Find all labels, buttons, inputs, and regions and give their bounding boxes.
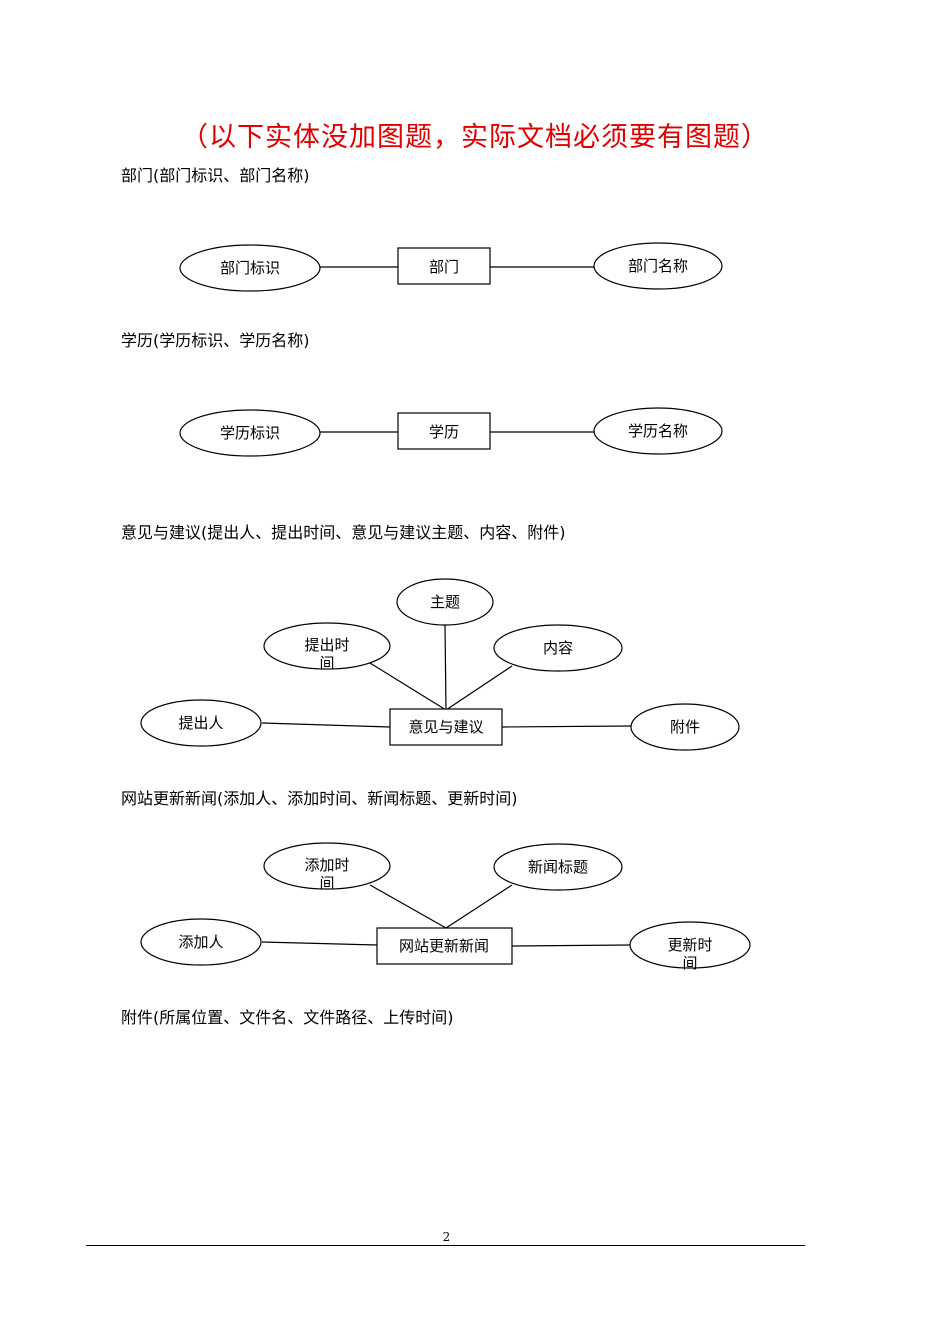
attr-news-add-person-label: 添加人 [178, 933, 223, 951]
attr-dept-id-label: 部门标识 [220, 259, 280, 277]
attr-news-title-label: 新闻标题 [528, 858, 588, 876]
entity-news [376, 927, 513, 965]
attr-edu-id-label: 学历标识 [220, 424, 280, 442]
caption-attach: 附件(所属位置、文件名、文件路径、上传时间) [121, 1008, 454, 1027]
attr-suggest-time-label-2: 间 [319, 654, 334, 672]
caption-dept: 部门(部门标识、部门名称) [121, 166, 310, 185]
attr-suggest-subject [396, 578, 494, 626]
attr-edu-name-label: 学历名称 [628, 422, 688, 440]
edge-news-add-person [261, 941, 378, 946]
attr-news-update-time-label-2: 间 [682, 954, 697, 972]
attr-news-add-time [263, 842, 391, 890]
attr-suggest-time [263, 622, 391, 670]
attr-news-add-person [140, 918, 262, 966]
caption-suggest: 意见与建议(提出人、提出时间、意见与建议主题、内容、附件) [121, 523, 566, 542]
edge-suggest-subject [444, 624, 447, 711]
er-diagram-suggest: 主题 提出时 间 内容 提出人 意见与建议 附件 [140, 578, 740, 751]
entity-suggest [389, 708, 503, 746]
attr-suggest-attachment [630, 703, 740, 751]
attr-dept-id [179, 244, 321, 292]
edge-suggest-content [445, 665, 513, 711]
caption-news: 网站更新新闻(添加人、添加时间、新闻标题、更新时间) [121, 789, 518, 808]
attr-news-update-time [629, 921, 751, 969]
er-diagram-dept: 部门标识 部门 部门名称 [179, 242, 723, 292]
edge-news-add-time [369, 884, 447, 929]
edge-suggest-attachment [501, 725, 632, 728]
edge-suggest-time [369, 662, 447, 711]
er-diagram-news: 添加时 间 新闻标题 添加人 网站更新新闻 更新时 间 [140, 842, 751, 972]
attr-dept-name-label: 部门名称 [628, 257, 688, 275]
attr-news-add-time-label-2: 间 [319, 874, 334, 892]
entity-dept-label: 部门 [429, 258, 459, 276]
page-number: 2 [442, 1230, 451, 1244]
attr-news-update-time-label-1: 更新时 [667, 936, 712, 954]
attr-suggest-person [140, 699, 262, 747]
edge-suggest-person [261, 722, 391, 728]
attr-suggest-content [493, 624, 623, 672]
footer-rule [86, 1245, 805, 1246]
attr-suggest-person-label: 提出人 [178, 714, 223, 732]
entity-edu [397, 412, 491, 450]
edge-news-title [445, 884, 513, 929]
edge-news-update-time [511, 944, 631, 947]
attr-news-add-time-label-1: 添加时 [304, 856, 349, 874]
attr-suggest-time-label-1: 提出时 [304, 636, 349, 654]
attr-suggest-content-label: 内容 [543, 639, 573, 657]
attr-suggest-attachment-label: 附件 [670, 718, 700, 736]
attr-dept-name [593, 242, 723, 290]
entity-news-label: 网站更新新闻 [399, 937, 489, 955]
attr-edu-name [593, 407, 723, 455]
entity-dept [397, 247, 491, 285]
red-note: （以下实体没加图题，实际文档必须要有图题） [181, 122, 769, 153]
er-diagram-edu: 学历标识 学历 学历名称 [179, 407, 723, 457]
caption-edu: 学历(学历标识、学历名称) [121, 331, 310, 350]
entity-edu-label: 学历 [429, 423, 459, 441]
attr-edu-id [179, 409, 321, 457]
attr-suggest-subject-label: 主题 [430, 593, 460, 611]
entity-suggest-label: 意见与建议 [408, 718, 483, 736]
attr-news-title [493, 843, 623, 891]
